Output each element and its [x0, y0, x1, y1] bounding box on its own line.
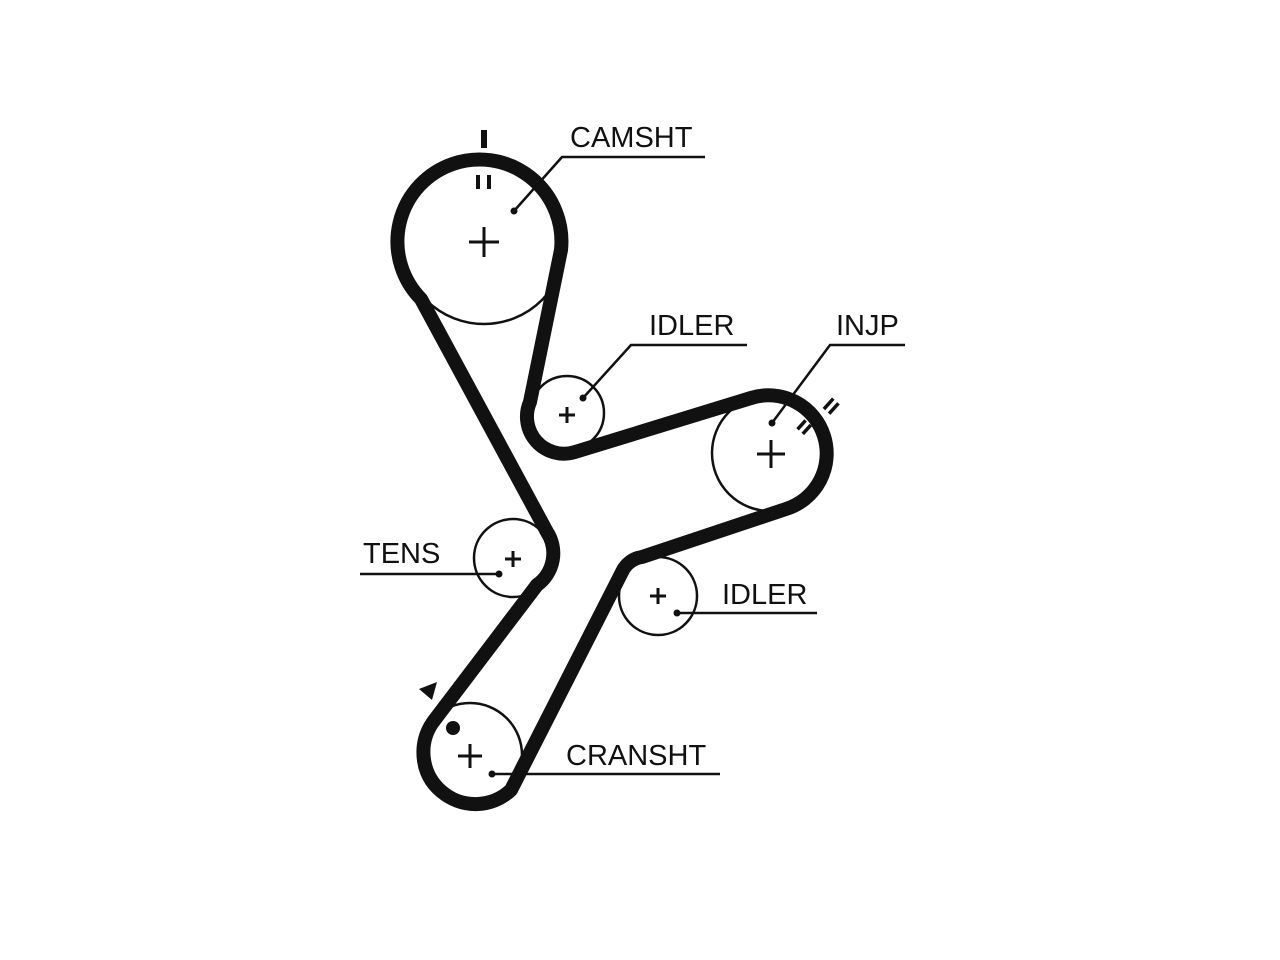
tensioner-leader-dot: [495, 570, 503, 578]
camshaft-inner-timing-mark: [476, 175, 491, 189]
injection-pump-center-cross-icon: [757, 440, 785, 468]
injection-pump-leader-dot: [768, 419, 776, 427]
idler-lower-leader-dot: [673, 609, 681, 617]
pulley-centers: [458, 227, 785, 768]
idler-upper-label: IDLER: [649, 310, 734, 342]
camshaft-leader-line: [513, 155, 705, 212]
idler-upper-leader-line: [582, 343, 747, 399]
crankshaft-label: CRANSHT: [566, 740, 706, 772]
idler-upper-center-cross-icon: [559, 407, 575, 423]
camshaft-leader-dot: [510, 207, 518, 215]
crankshaft-center-cross-icon: [458, 744, 482, 768]
tensioner-label: TENS: [363, 538, 440, 570]
camshaft-center-cross-icon: [469, 227, 499, 257]
crankshaft-timing-dot-icon: [446, 721, 460, 735]
camshaft-outer-timing-mark: [481, 130, 487, 148]
injection-pump-label: INJP: [836, 310, 899, 342]
idler-lower-label: IDLER: [722, 579, 807, 611]
camshaft-label: CAMSHT: [570, 122, 693, 154]
injection-pump-outer-timing-mark: [822, 397, 840, 415]
injection-pump-leader-line: [770, 343, 905, 424]
crankshaft-leader-dot: [488, 770, 496, 778]
idler-lower-center-cross-icon: [650, 588, 666, 604]
timing-marks: [419, 130, 840, 735]
crankshaft-arrow-icon: [419, 682, 437, 700]
leader-lines: [360, 155, 905, 778]
pulleys: [400, 158, 830, 809]
injection-pump-inner-timing-mark: [796, 419, 813, 436]
tensioner-center-cross-icon: [505, 551, 521, 567]
labels: CAMSHT IDLER INJP TENS IDLER CRANSHT: [363, 122, 899, 772]
timing-belt: [390, 152, 834, 812]
idler-upper-leader-dot: [579, 394, 587, 402]
